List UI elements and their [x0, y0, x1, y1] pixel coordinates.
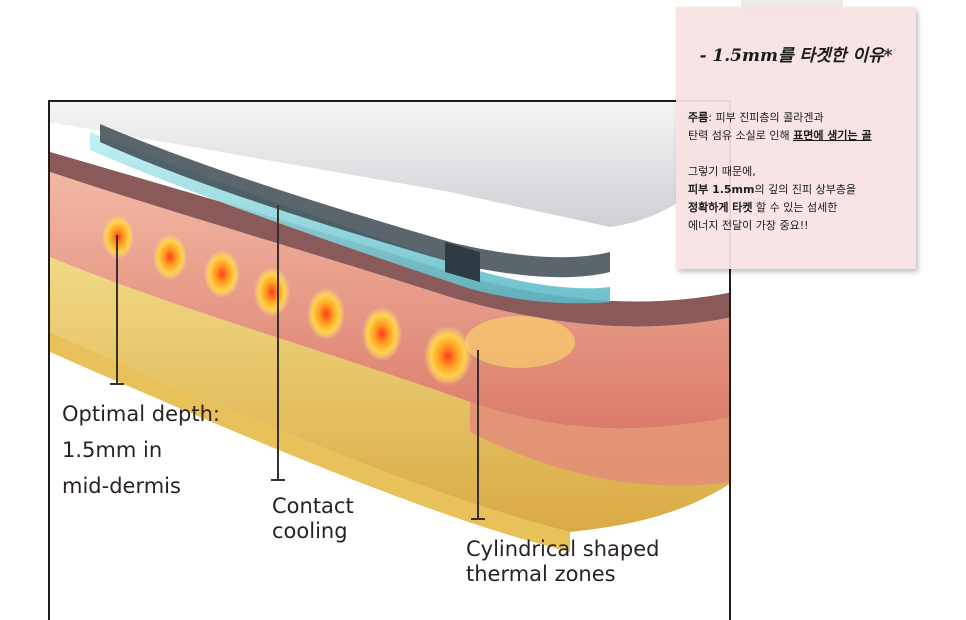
note-para2-line3-rest: 할 수 있는 섬세한	[752, 201, 838, 214]
depth-callout-cap	[110, 383, 124, 385]
thermal-label: Cylindrical shaped thermal zones	[466, 537, 660, 587]
depth-label-line3: mid-dermis	[62, 474, 181, 498]
cooling-label: Contact cooling	[272, 494, 354, 544]
cooling-callout-line	[277, 205, 279, 480]
note-para1-emph: 표면에 생기는 골	[793, 129, 872, 142]
cooling-label-line1: Contact	[272, 494, 354, 518]
skin-illustration-frame	[48, 100, 731, 620]
note-para2-line2-bold: 피부 1.5mm	[688, 183, 755, 196]
depth-label: Optimal depth: 1.5mm in mid-dermis	[62, 396, 220, 504]
note-body: 주름: 피부 진피층의 콜라겐과 탄력 섬유 소실로 인해 표면에 생기는 골 …	[688, 109, 908, 253]
skin-cross-section-illustration	[50, 102, 729, 552]
note-para1-rest2: 탄력 섬유 소실로 인해	[688, 129, 794, 142]
note-para2-line2-rest: 의 깊의 진피 상부층을	[754, 183, 857, 196]
sticky-note: - 1.5mm를 타겟한 이유* 주름: 피부 진피층의 콜라겐과 탄력 섬유 …	[676, 7, 916, 269]
note-para2-line3-bold: 정확하게 타켓	[688, 201, 753, 214]
depth-label-line2: 1.5mm in	[62, 438, 163, 462]
note-para-reason: 그렇기 때문에, 피부 1.5mm의 깊의 진피 상부층을 정확하게 타켓 할 …	[688, 163, 908, 235]
note-term-wrinkle: 주름	[688, 111, 709, 124]
thermal-label-line2: thermal zones	[466, 562, 616, 587]
cooling-label-line2: cooling	[272, 519, 348, 544]
depth-callout-line	[116, 235, 118, 385]
thermal-callout-line	[477, 350, 479, 520]
note-para2-line1: 그렇기 때문에,	[688, 165, 756, 178]
note-para-wrinkle: 주름: 피부 진피층의 콜라겐과 탄력 섬유 소실로 인해 표면에 생기는 골	[688, 109, 908, 145]
note-para1-rest1: : 피부 진피층의 콜라겐과	[708, 111, 824, 124]
depth-label-line1: Optimal depth:	[62, 402, 220, 426]
thermal-callout-cap	[471, 518, 485, 520]
note-para2-line4: 에너지 전달이 가장 중요!!	[688, 219, 809, 232]
cooling-callout-cap	[271, 479, 285, 481]
note-title: - 1.5mm를 타겟한 이유*	[699, 46, 893, 66]
thermal-label-line1: Cylindrical shaped	[466, 537, 660, 561]
